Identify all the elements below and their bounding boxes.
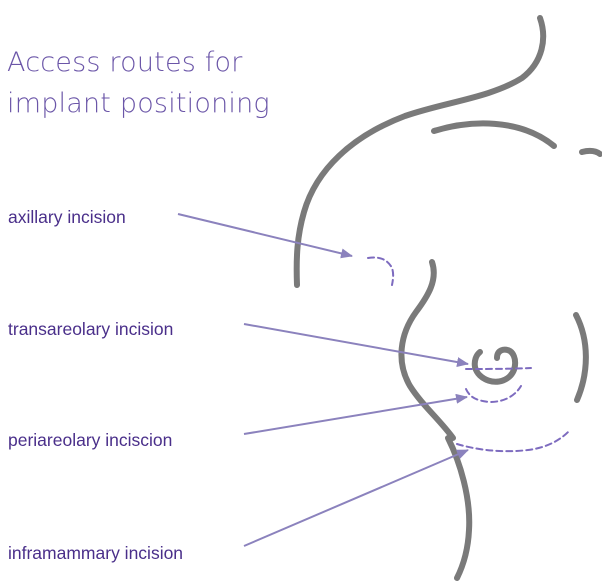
axillary-incision-line (368, 257, 393, 285)
transareolary-incision-line (466, 368, 531, 369)
diagram-title-line-2: implant positioning (7, 88, 270, 119)
transareolary-arrow (244, 324, 468, 364)
shoulder-outline (297, 18, 543, 285)
lower-torso-outline (448, 438, 469, 578)
axillary-incision-label: axillary incision (8, 207, 126, 228)
nipple-outline (475, 350, 515, 382)
axillary-arrow (178, 214, 352, 256)
breast-outline (401, 262, 453, 438)
periareolary-incision-line (466, 386, 521, 402)
periareolary-incision-label: periareolary inciscion (8, 430, 172, 451)
inframammary-arrow (244, 450, 468, 546)
diagram-title-line-1: Access routes for (7, 47, 243, 78)
inframammary-incision-label: inframammary incision (8, 543, 183, 564)
transareolary-incision-label: transareolary incision (8, 319, 173, 340)
inframammary-incision-line (457, 430, 570, 451)
breast-side-outline (576, 315, 586, 400)
arm-outline (582, 151, 600, 154)
chin-outline (434, 123, 554, 146)
